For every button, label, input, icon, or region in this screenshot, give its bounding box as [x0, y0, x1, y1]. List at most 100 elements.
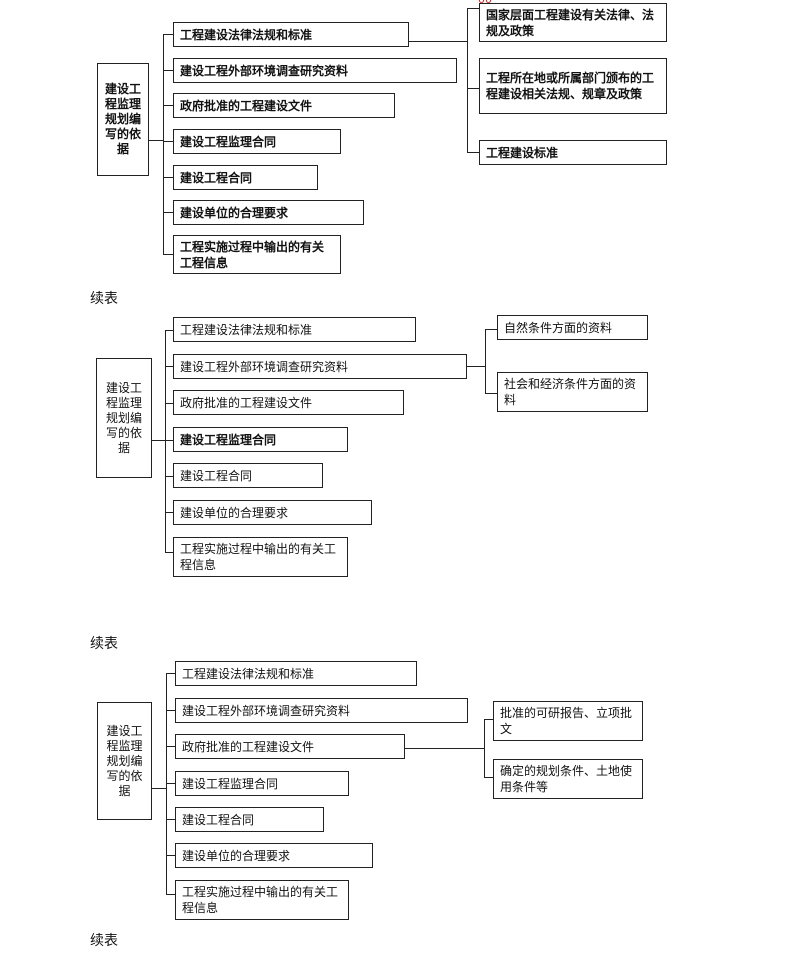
subitem-label: 国家层面工程建设有关法律、法规及政策	[486, 7, 655, 38]
subitem-label: 批准的可研报告、立项批文	[500, 706, 633, 736]
subitem-box: 国家层面工程建设有关法律、法规及政策	[479, 3, 667, 42]
connector	[163, 105, 173, 106]
item-box: 工程建设法律法规和标准	[173, 317, 416, 342]
connector	[166, 855, 175, 856]
subitem-label: 自然条件方面的资料	[504, 320, 613, 335]
item-label: 建设工程合同	[180, 170, 253, 185]
connector	[165, 403, 173, 404]
continuation-label: 续表	[90, 291, 118, 307]
subitem-box: 自然条件方面的资料	[497, 315, 648, 340]
connector	[163, 70, 173, 71]
item-label: 工程建设法律法规和标准	[180, 27, 313, 42]
item-box: 建设工程合同	[173, 165, 318, 190]
connector	[163, 34, 164, 254]
item-label: 建设工程监理合同	[180, 432, 277, 447]
item-label: 建设工程外部环境调查研究资料	[182, 703, 351, 718]
connector	[485, 329, 497, 330]
item-label: 建设工程合同	[182, 812, 255, 827]
subitem-box: 批准的可研报告、立项批文	[493, 701, 643, 741]
connector	[166, 783, 175, 784]
subitem-box: 工程建设标准	[479, 140, 667, 165]
item-label: 政府批准的工程建设文件	[182, 739, 315, 754]
item-box: 工程实施过程中输出的有关工程信息	[173, 235, 341, 274]
connector	[149, 140, 164, 141]
connector	[163, 177, 173, 178]
connector	[163, 34, 173, 35]
item-label: 工程实施过程中输出的有关工程信息	[180, 239, 325, 270]
item-label: 建设工程监理合同	[180, 134, 277, 149]
item-box: 政府批准的工程建设文件	[175, 734, 405, 759]
item-box: 建设工程监理合同	[173, 427, 348, 452]
connector	[484, 777, 493, 778]
connector	[484, 719, 485, 777]
root-label: 建设工程监理规划编写的依据	[106, 723, 143, 798]
item-box: 政府批准的工程建设文件	[173, 390, 404, 415]
connector	[165, 512, 173, 513]
connector	[163, 254, 173, 255]
continuation-label: 续表	[90, 636, 118, 652]
connector	[409, 41, 468, 42]
connector	[485, 393, 497, 394]
connector	[405, 748, 485, 749]
subitem-label: 社会和经济条件方面的资料	[504, 377, 637, 407]
item-label: 政府批准的工程建设文件	[180, 395, 313, 410]
item-box: 建设工程合同	[173, 463, 323, 488]
connector	[165, 440, 173, 441]
subitem-label: 确定的规划条件、土地使用条件等	[500, 764, 633, 794]
item-label: 建设工程外部环境调查研究资料	[180, 359, 349, 374]
connector	[166, 710, 175, 711]
item-box: 建设工程监理合同	[175, 771, 349, 796]
continuation-label: 续表	[90, 933, 118, 949]
root-node: 建设工程监理规划编写的依据	[97, 63, 149, 176]
connector	[165, 330, 173, 331]
connector	[152, 788, 167, 789]
item-label: 建设工程监理合同	[182, 776, 279, 791]
item-box: 建设工程外部环境调查研究资料	[173, 58, 457, 83]
connector	[166, 894, 175, 895]
item-label: 建设工程合同	[180, 468, 253, 483]
root-node: 建设工程监理规划编写的依据	[97, 702, 152, 820]
item-box: 建设工程监理合同	[173, 129, 341, 154]
item-label: 工程实施过程中输出的有关工程信息	[180, 542, 337, 572]
item-box: 建设单位的合理要求	[173, 500, 372, 525]
connector	[467, 8, 479, 9]
item-box: 建设工程合同	[175, 807, 324, 832]
item-label: 建设工程外部环境调查研究资料	[180, 63, 349, 78]
connector	[166, 746, 175, 747]
connector	[163, 212, 173, 213]
connector	[467, 8, 468, 152]
connector	[165, 552, 173, 553]
item-label: 建设单位的合理要求	[180, 505, 289, 520]
subitem-box: 工程所在地或所属部门颁布的工程建设相关法规、规章及政策	[479, 58, 667, 114]
item-box: 工程建设法律法规和标准	[173, 22, 409, 47]
root-label: 建设工程监理规划编写的依据	[106, 380, 143, 455]
subitem-box: 确定的规划条件、土地使用条件等	[493, 759, 643, 799]
connector	[165, 330, 166, 552]
item-box: 工程建设法律法规和标准	[175, 661, 417, 686]
item-box: 政府批准的工程建设文件	[173, 93, 395, 118]
connector	[467, 152, 479, 153]
connector	[165, 366, 173, 367]
connector	[467, 88, 479, 89]
root-label: 建设工程监理规划编写的依据	[105, 82, 142, 156]
connector	[484, 719, 493, 720]
connector	[485, 329, 486, 393]
item-box: 建设单位的合理要求	[175, 843, 373, 868]
item-box: 建设工程外部环境调查研究资料	[175, 698, 468, 723]
item-label: 建设单位的合理要求	[180, 205, 289, 220]
connector	[152, 440, 166, 441]
root-node: 建设工程监理规划编写的依据	[96, 358, 152, 478]
subitem-label: 工程所在地或所属部门颁布的工程建设相关法规、规章及政策	[486, 71, 655, 101]
item-label: 工程建设法律法规和标准	[180, 322, 313, 337]
item-label: 工程建设法律法规和标准	[182, 666, 315, 681]
item-box: 建设单位的合理要求	[173, 200, 364, 225]
item-label: 政府批准的工程建设文件	[180, 98, 313, 113]
item-box: 建设工程外部环境调查研究资料	[173, 354, 467, 379]
connector	[166, 673, 175, 674]
connector	[163, 141, 173, 142]
connector	[165, 476, 173, 477]
connector	[166, 819, 175, 820]
